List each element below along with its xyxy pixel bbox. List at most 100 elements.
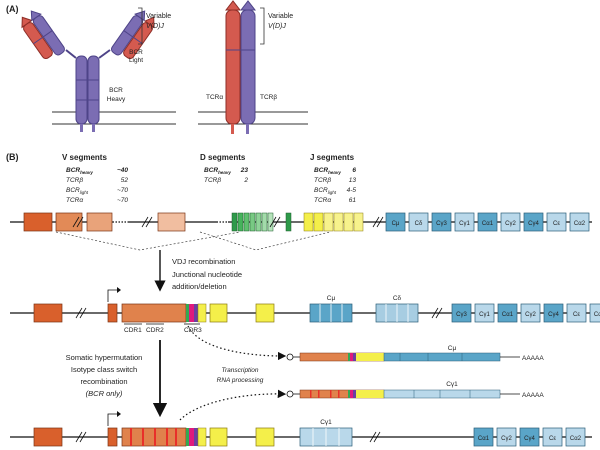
v-segment-row-1-name: TCRβ bbox=[66, 177, 83, 184]
c-gene-row2-block-3 bbox=[520, 303, 541, 323]
row3-cgamma1-label: Cγ1 bbox=[320, 419, 332, 426]
j-segment-block bbox=[353, 212, 364, 232]
c-gene-row2-block-1 bbox=[474, 303, 495, 323]
j-segment-row-2-name: BCRlight bbox=[314, 187, 337, 195]
cdr2-label: CDR2 bbox=[146, 327, 164, 334]
panel-b-label: (B) bbox=[6, 152, 19, 162]
d-segment-row-1-name: TCRβ bbox=[204, 177, 221, 184]
j-segment-block bbox=[313, 212, 324, 232]
bcr-variable-label: Variable bbox=[146, 13, 171, 20]
step1-line1: VDJ recombination bbox=[172, 257, 235, 266]
row3-cgamma1-block bbox=[299, 427, 353, 447]
c-gene-row1-block-8 bbox=[569, 212, 590, 232]
d-segment-row-1-value: 2 bbox=[243, 177, 248, 184]
c-gene-row3-label-0: Cα1 bbox=[478, 436, 490, 442]
row2-cmu-label: Cμ bbox=[327, 295, 336, 302]
c-gene-row2-block-4 bbox=[543, 303, 564, 323]
transcription-arrow-2 bbox=[179, 389, 287, 421]
v-segment-row-0-value: ~40 bbox=[117, 167, 128, 174]
d-segment-block bbox=[249, 212, 256, 232]
c-gene-row1-block-2 bbox=[431, 212, 452, 232]
c-gene-row3-block-2 bbox=[519, 427, 540, 447]
d-segment-row-0-value: 23 bbox=[240, 167, 249, 174]
tcr-variable-label: Variable bbox=[268, 13, 293, 20]
j-segment-block bbox=[303, 212, 314, 232]
mrna2-label: Cγ1 bbox=[446, 381, 458, 388]
j-segment-row-3-value: 61 bbox=[349, 197, 357, 204]
bcr-light-label-1: BCR bbox=[129, 49, 143, 56]
j-segment-row-1-value: 13 bbox=[349, 177, 357, 184]
tcr-alpha-label: TCRα bbox=[206, 94, 223, 101]
step2-line2: Isotype class switch bbox=[71, 365, 137, 374]
c-gene-row2-label-6: Cα2 bbox=[594, 312, 600, 318]
c-gene-row2-block-0 bbox=[451, 303, 472, 323]
c-gene-row3-block-1 bbox=[496, 427, 517, 447]
bcr-light-label-2: Light bbox=[129, 57, 143, 64]
c-gene-row2-block-5 bbox=[566, 303, 587, 323]
v-segment-row-1-value: 52 bbox=[121, 177, 129, 184]
promoter-arrow-row2 bbox=[107, 289, 118, 302]
d-segment-row-0-name: BCRheavy bbox=[204, 167, 231, 175]
mrna-cmu bbox=[286, 352, 520, 362]
d-segment-row-0-sub: heavy bbox=[218, 170, 231, 175]
c-gene-row1-label-1: Cδ bbox=[415, 221, 423, 227]
v-segment-row-2-name: BCRlight bbox=[66, 187, 89, 195]
transcription-label-2: RNA processing bbox=[217, 377, 264, 384]
c-gene-row2-label-5: Cε bbox=[573, 312, 580, 318]
j-segment-block bbox=[323, 212, 334, 232]
j-segment-block bbox=[343, 212, 354, 232]
j-segment-block bbox=[333, 212, 344, 232]
step2-line1: Somatic hypermutation bbox=[66, 353, 143, 362]
bcr-heavy-label-1: BCR bbox=[109, 87, 123, 94]
v-segments-title: V segments bbox=[62, 153, 107, 162]
c-gene-row1-block-0 bbox=[385, 212, 406, 232]
c-gene-row1-label-5: Cγ2 bbox=[505, 221, 516, 227]
v-segment-row-2-sub: light bbox=[80, 190, 89, 195]
c-gene-row1-label-2: Cγ3 bbox=[436, 221, 447, 227]
c-gene-row1-label-8: Cα2 bbox=[574, 221, 586, 227]
c-gene-row1-block-6 bbox=[523, 212, 544, 232]
c-gene-row3-label-4: Cα2 bbox=[570, 436, 582, 442]
j-segment-row-2-sub: light bbox=[328, 190, 337, 195]
bcr-heavy-label-2: Heavy bbox=[107, 96, 126, 103]
c-gene-row1-block-3 bbox=[454, 212, 475, 232]
recombination-dashes bbox=[55, 231, 331, 251]
row2-cdelta-label: Cδ bbox=[393, 295, 402, 302]
v-segment-row-3-value: ~70 bbox=[117, 197, 128, 204]
j-segment-row-1-name: TCRβ bbox=[314, 177, 331, 184]
c-gene-row1-label-6: Cγ4 bbox=[528, 221, 539, 227]
c-gene-row2-label-0: Cγ3 bbox=[456, 312, 467, 318]
d-segment-block bbox=[243, 212, 250, 232]
bcr-vdj-label: V(D)J bbox=[146, 23, 164, 30]
c-gene-row2-block-2 bbox=[497, 303, 518, 323]
transcription-label-1: Transcription bbox=[221, 367, 258, 374]
c-gene-row1-label-0: Cμ bbox=[392, 221, 400, 227]
c-gene-row3-label-3: Cε bbox=[549, 436, 556, 442]
c-gene-row3-block-0 bbox=[473, 427, 494, 447]
step2-line4: (BCR only) bbox=[86, 389, 123, 398]
d-segment-block bbox=[261, 212, 268, 232]
c-gene-row3-block-3 bbox=[542, 427, 563, 447]
c-gene-row1-block-1 bbox=[408, 212, 429, 232]
v-segment-row-0-sub: heavy bbox=[80, 170, 93, 175]
c-gene-row3-label-2: Cγ4 bbox=[524, 436, 535, 442]
mrna2-polya: AAAAA bbox=[522, 392, 544, 399]
membrane-bcr bbox=[52, 111, 176, 125]
v-segment-row-2-value: ~70 bbox=[117, 187, 128, 194]
c-gene-row1-block-5 bbox=[500, 212, 521, 232]
bcr-antibody bbox=[21, 10, 155, 132]
mrna1-label: Cμ bbox=[448, 345, 457, 352]
j-segment-row-0-sub: heavy bbox=[328, 170, 341, 175]
j-segment-row-3-name: TCRα bbox=[314, 197, 331, 204]
c-gene-row1-label-4: Cα1 bbox=[482, 221, 494, 227]
j-segment-row-0-value: 6 bbox=[352, 167, 356, 174]
panel-a-label: (A) bbox=[6, 4, 19, 14]
d-segment-block bbox=[255, 212, 262, 232]
c-gene-row3-block-4 bbox=[565, 427, 586, 447]
